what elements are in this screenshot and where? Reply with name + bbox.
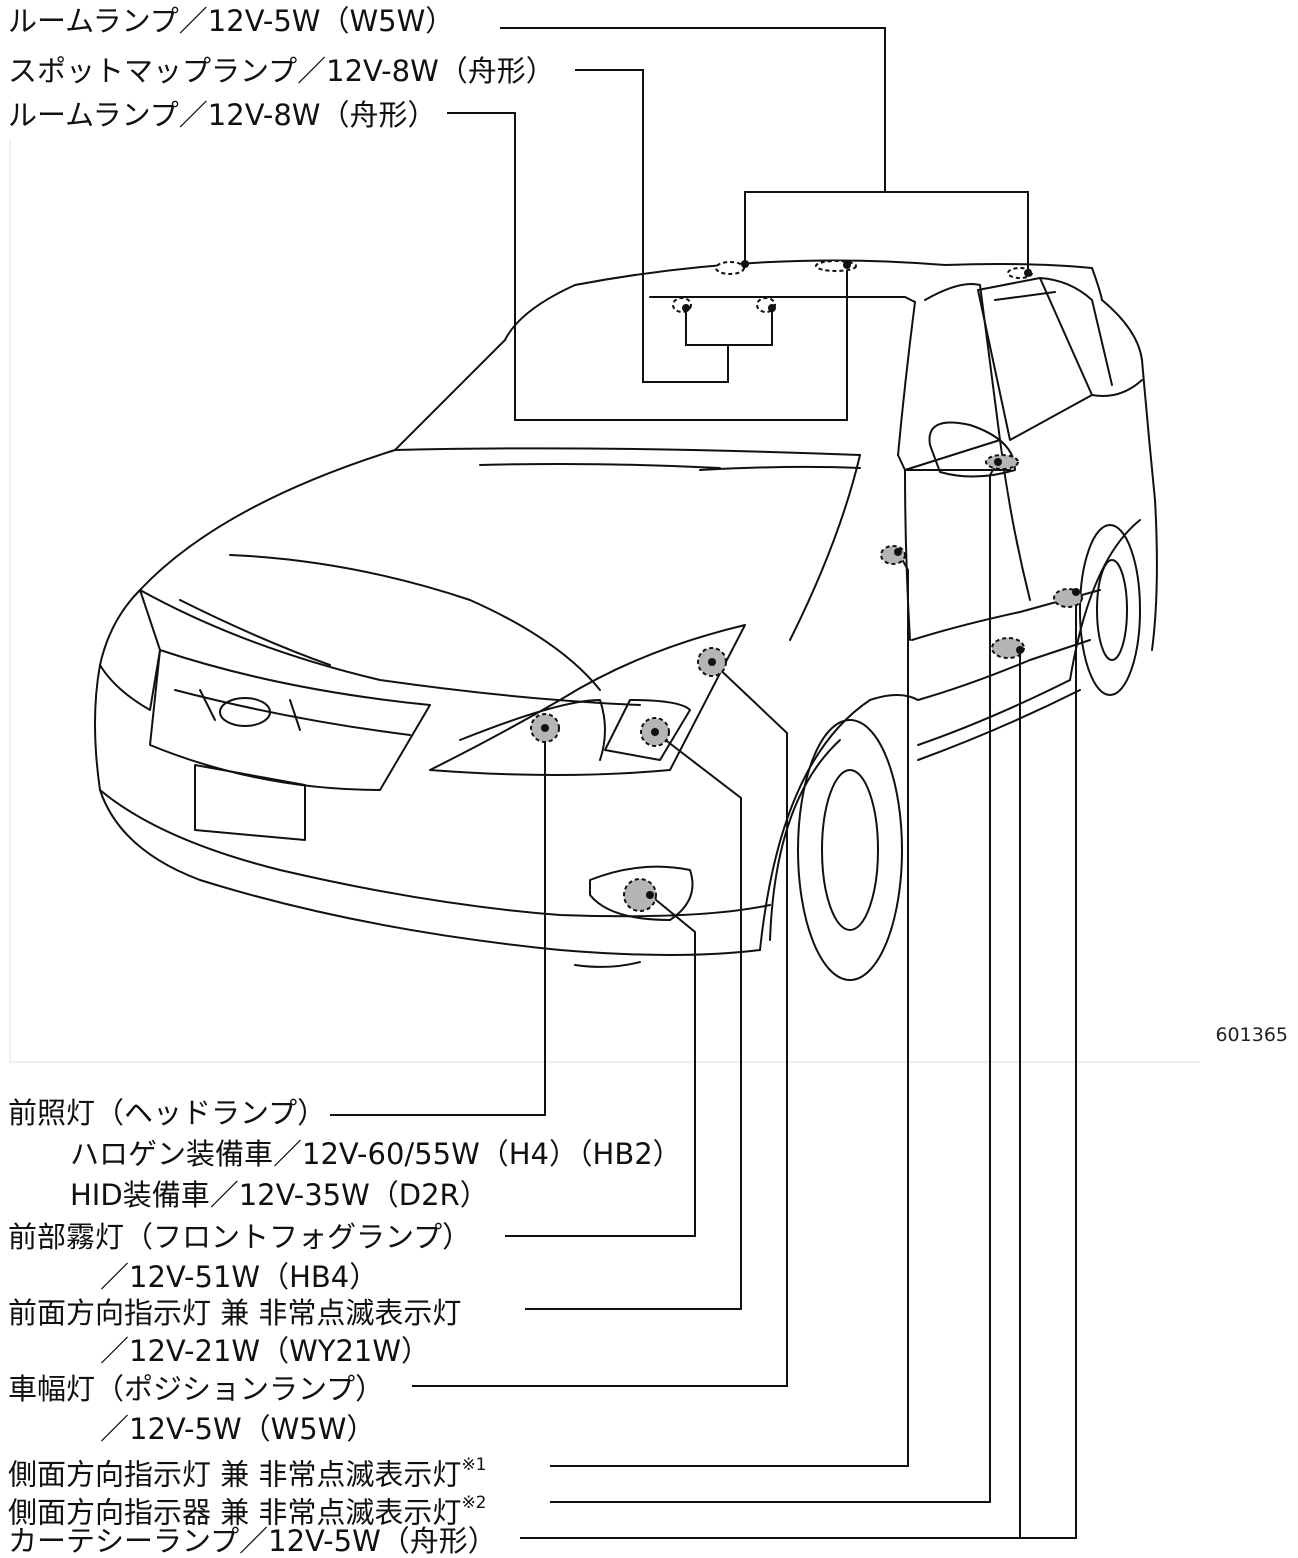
- leader-lines: [330, 28, 1076, 1538]
- frame-lines: [10, 140, 1200, 1062]
- lamp-markers: [531, 261, 1082, 911]
- leader-endpoints: [541, 260, 1080, 899]
- lamp-marker-side-turn-1: [881, 546, 905, 564]
- car-outline: [95, 261, 1157, 981]
- lamp-marker-room-front: [716, 262, 744, 274]
